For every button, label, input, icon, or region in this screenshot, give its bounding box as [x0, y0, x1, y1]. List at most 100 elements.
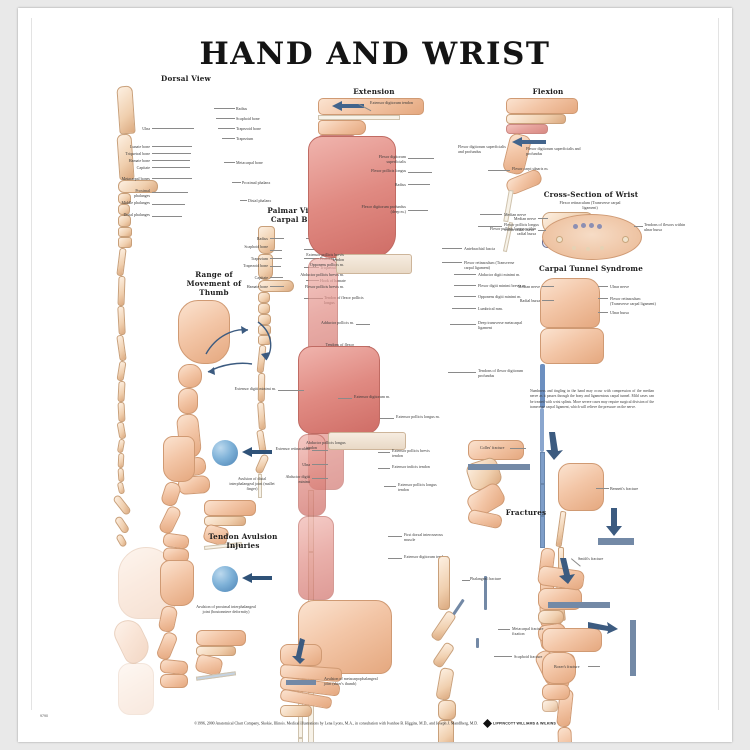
cross-section-label-fpl-radial-bursa: Flexor pollicis longus within radial bur…	[489, 226, 536, 237]
palmar-label-trapezium: Trapezium	[250, 256, 268, 261]
fracture-label-colles: Colles' fracture	[480, 445, 505, 450]
boutonniere-detail-illustration	[194, 630, 284, 681]
boutonniere-ball-icon	[212, 566, 238, 592]
bennett-arrow-icon	[606, 508, 622, 536]
dorsal-label-ulna: Ulna	[142, 126, 150, 131]
fracture-label-smith: Smith's fracture	[578, 556, 604, 561]
dorsal-label-metacarpal-bones: Metacarpal bones	[121, 176, 150, 181]
bennett-fracture-illustration	[553, 463, 648, 742]
dorsal-label-distal-phalanges: Distal phalanges	[123, 212, 150, 217]
flexion-arrow-icon	[512, 137, 546, 147]
carpal-tunnel-description: Numbness and tingling in the hand may oc…	[530, 389, 654, 410]
dorsal-hand-label-first-dorsal-interosseous: First dorsal interosseous muscle	[404, 532, 443, 543]
section-title-extension: Extension	[353, 87, 395, 96]
forearm-label-fcu: Flexor carpi ulnaris m.	[512, 166, 549, 171]
palmar-carpal-illustration	[254, 226, 368, 498]
flexion-illustration	[501, 98, 656, 253]
section-title-dorsal-view: Dorsal View	[161, 74, 211, 83]
smith-arrow-icon	[559, 558, 575, 584]
forearm-label-fpb: Flexor pollicis brevis m.	[304, 284, 344, 289]
colles-plate	[468, 464, 530, 470]
carpal-tunnel-label-radial-bursa: Radial bursa	[519, 298, 540, 303]
dorsal-hand-label-epl: Extensor pollicis longus m.	[396, 414, 440, 419]
chart-code: 9790	[40, 714, 48, 718]
forearm-label-opponens-pollicis: Opponens pollicis m.	[309, 262, 344, 267]
dorsal-hand-label-extensor-digitorum-tendons: Extensor digitorum tendons	[404, 554, 449, 559]
section-title-palmar-carpal-bones: Palmar View of Carpal Bones	[267, 206, 331, 224]
flexion-label-flexor-digitorum: Flexor digitorum superficialis and profu…	[526, 146, 581, 157]
bennett-plate	[598, 538, 634, 545]
publisher-name: LIPPINCOTT WILLIAMS & WILKINS	[493, 721, 556, 726]
dorsal-hand-label-abductor-digiti-minimi: Abductor digiti minimi	[285, 474, 310, 485]
dorsal-hand-label-epb-tendon: Extensor pollicis brevis tendon	[392, 448, 430, 459]
forearm-label-fpl-radial-bursa: Flexor pollicis longus within radial bur…	[504, 222, 539, 233]
dorsal-label-trapezium: Trapezium	[236, 136, 254, 141]
dorsal-label-middle-phalanges: Middle phalanges	[121, 200, 150, 205]
carpal-tunnel-label-ulnar-nerve: Ulnar nerve	[610, 284, 629, 289]
section-title-tendon-avulsion: Tendon Avulsion Injuries	[208, 532, 278, 550]
avulsion-label-boutonniere: Avulsion of proximal interphalangeal joi…	[196, 604, 256, 615]
palmar-label-hamate: Hamate bone	[246, 284, 268, 289]
forearm-label-radius: Radius	[394, 182, 406, 187]
smith-fracture-illustration	[536, 564, 638, 644]
boutonniere-hand-illustration	[155, 560, 230, 688]
forearm-label-antebrachial-fascia: Antebrachial fascia	[464, 246, 495, 251]
cross-section-label-flexor-retinaculum: Flexor retinaculum (Transverse carpal li…	[559, 200, 621, 211]
boxer-arrow-icon	[588, 622, 618, 634]
section-title-fractures: Fractures	[505, 508, 547, 517]
skiers-thumb-plate	[286, 680, 316, 685]
forearm-label-fds-profundus: Flexor digitorum superficialis and profu…	[458, 144, 506, 155]
forearm-label-apb: Abductor pollicis brevis m.	[300, 272, 344, 277]
smith-plate	[548, 602, 610, 608]
section-title-cross-section: Cross-Section of Wrist	[543, 190, 639, 199]
boutonniere-arrow-icon	[242, 573, 272, 583]
section-title-flexion: Flexion	[532, 87, 564, 96]
avulsion-label-skiers-thumb: Avulsion of metacarpophalangeal joint (s…	[324, 676, 378, 687]
forearm-label-tendons-fdp: Tendons of flexor digitorum profundus	[478, 368, 524, 379]
dorsal-label-scaphoid: Scaphoid bone	[236, 116, 260, 121]
dorsal-hand-label-apl-tendon: Abductor pollicis longus tendon	[306, 440, 346, 451]
mallet-finger-ball-icon	[212, 440, 238, 466]
colles-arrow-icon	[546, 432, 563, 460]
skiers-thumb-arrow-icon	[292, 638, 305, 664]
boxer-fracture-illustration	[542, 628, 652, 712]
forearm-label-lumbrical: Lumbrical mm.	[478, 306, 503, 311]
thumb-range-arrows-icon	[205, 321, 272, 375]
fracture-label-bennett: Bennett's fracture	[610, 486, 639, 491]
extension-arrow-icon	[332, 101, 364, 111]
cross-section-illustration	[542, 212, 642, 260]
fixation-illustration	[429, 556, 518, 742]
dorsal-hand-label-edm: Extensor digiti minimi m.	[234, 386, 276, 391]
palmar-label-radius: Radius	[256, 236, 268, 241]
dorsal-hand-illustration	[298, 346, 448, 742]
forearm-label-epb-tendon: Extensor pollicis brevis tendon	[306, 252, 344, 263]
dorsal-label-triquetral: Triquetral bone	[125, 151, 150, 156]
poster-inner-border	[31, 18, 719, 710]
cross-section-label-ulnar-bursa: Tendons of flexors within ulnar bursa	[644, 222, 686, 233]
avulsion-label-mallet-finger: Avulsion of distal interphalangeal joint…	[229, 476, 275, 492]
carpal-tunnel-label-ulnar-bursa: Ulnar bursa	[610, 310, 629, 315]
dorsal-hand-label-extensor-digitorum: Extensor digitorum m.	[354, 394, 391, 399]
forearm-label-fdp: Flexor digitorum profundus (deep m.)	[361, 204, 406, 215]
dorsal-label-metacarpal-bone: Metacarpal bone	[236, 160, 263, 165]
forearm-label-fds: Flexor digitorum superficialis	[378, 154, 406, 165]
dorsal-hand-label-extensor-indicis: Extensor indicis tendon	[392, 464, 430, 469]
anatomy-poster: HAND AND WRIST Dorsal View	[18, 8, 732, 742]
forearm-label-deep-transverse-metacarpal-ligament: Deep transverse metacarpal ligament	[478, 320, 523, 331]
fracture-label-boxer: Boxer's fracture	[554, 664, 580, 669]
dorsal-label-proximal-phalanges: Proximal phalanges	[134, 188, 150, 199]
carpal-tunnel-illustration	[533, 278, 640, 689]
section-title-carpal-tunnel: Carpal Tunnel Syndrome	[538, 264, 644, 273]
carpal-tunnel-label-median-nerve: Median nerve	[517, 284, 540, 289]
forearm-label-opponens-digiti-minimi: Opponens digiti minimi m.	[478, 294, 522, 299]
fracture-label-scaphoid: Scaphoid fracture	[514, 654, 543, 659]
palmar-label-scaphoid: Scaphoid bone	[244, 244, 268, 249]
forearm-label-adductor-pollicis: Adductor pollicis m.	[321, 320, 354, 325]
dorsal-label-distal-phalanx: Distal phalanx	[248, 198, 272, 203]
extension-label-extensor-digitorum-tendon: Extensor digitorum tendon	[370, 100, 413, 105]
mallet-finger-arrow-icon	[242, 447, 272, 457]
colles-fracture-illustration	[464, 440, 574, 530]
fracture-label-phalangeal: Phalangeal fracture	[470, 576, 501, 581]
footer-credits: ©1996, 2000 Anatomical Chart Company, Sk…	[18, 719, 732, 728]
forearm-label-fdm-brevis: Flexor digiti minimi brevis m.	[478, 283, 527, 288]
